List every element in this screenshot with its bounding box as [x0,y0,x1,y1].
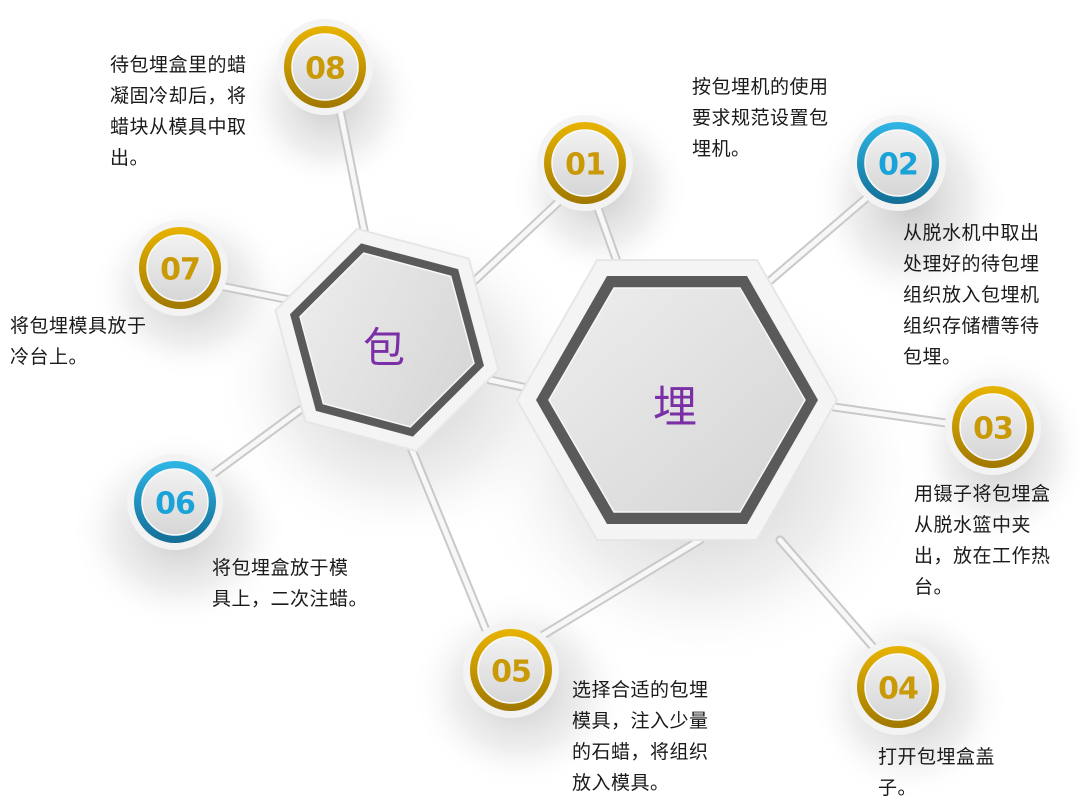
step-02-text: 从脱水机中取出 处理好的待包埋 组织放入包埋机 组织存储槽等待 包埋。 [903,222,1040,368]
badge-02 [850,115,946,211]
badge-02-number: 02 [878,147,919,183]
badge-03-number: 03 [973,411,1014,447]
step-01-text: 按包埋机的使用 要求规范设置包 埋机。 [692,76,829,160]
badge-08-number: 08 [305,51,346,87]
hexagon-bao-label: 包 [362,323,406,373]
badge-01 [537,115,633,211]
badge-04-number: 04 [878,671,919,707]
badge-03 [945,379,1041,475]
step-03-text: 用镊子将包埋盒 从脱水篮中夹 出，放在工作热 台。 [914,483,1051,598]
badge-05-number: 05 [491,654,532,690]
badge-05 [463,622,559,718]
hexagon-mai [515,259,839,541]
badge-06-number: 06 [155,486,196,522]
step-05-text: 选择合适的包埋 模具，注入少量 的石蜡，将组织 放入模具。 [572,679,709,794]
badge-08 [277,19,373,115]
step-06-text: 将包埋盒放于模 具上，二次注蜡。 [212,557,369,610]
badge-07-number: 07 [160,252,201,288]
step-07-text: 将包埋模具放于 冷台上。 [10,315,147,368]
badge-06 [127,454,223,550]
hexagon-mai-label: 埋 [653,382,697,433]
connector-lines [200,95,965,660]
badge-04 [850,639,946,735]
badge-07 [132,220,228,316]
step-04-text: 打开包埋盒盖 子。 [878,746,996,799]
step-08-text: 待包埋盒里的蜡 凝固冷却后，将 蜡块从模具中取 出。 [110,54,247,169]
hexagon-bao [274,227,500,453]
badge-01-number: 01 [565,147,606,183]
